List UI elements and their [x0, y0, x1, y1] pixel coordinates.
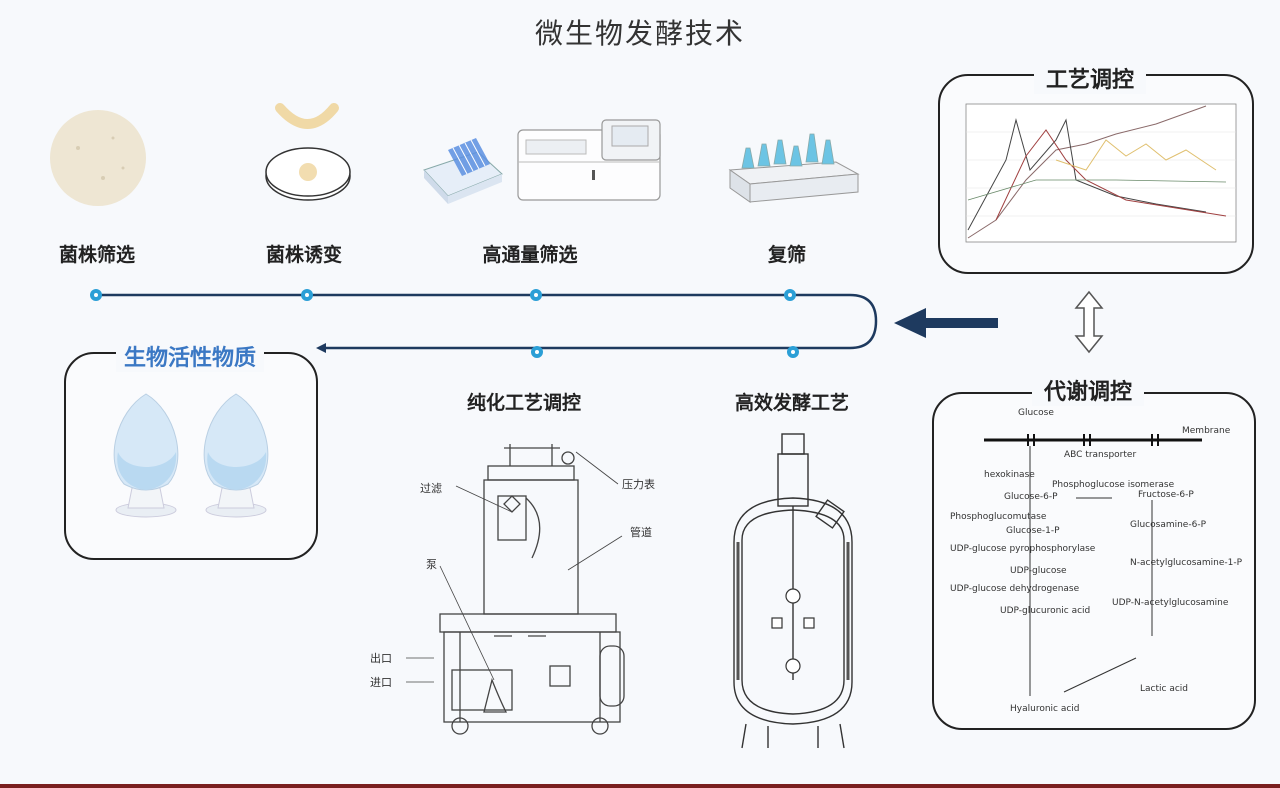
- label-filter: 过滤: [420, 482, 442, 495]
- step-strain-screening: 菌株筛选: [58, 244, 136, 266]
- bioactive-panel: [64, 352, 318, 560]
- metabolite-udp-glucose: UDP-glucose: [1010, 566, 1067, 576]
- label-pump: 泵: [426, 558, 437, 571]
- metabolite-glucose-6p: Glucose-6-P: [1004, 492, 1058, 502]
- enzyme-hexokinase: hexokinase: [984, 470, 1035, 480]
- enzyme-udp-dehydrogenase: UDP-glucose dehydrogenase: [950, 584, 1080, 594]
- metabolite-glucose-1p: Glucose-1-P: [1006, 526, 1060, 536]
- feedback-arrow: [894, 308, 998, 338]
- shaker-flasks-image: [728, 133, 860, 203]
- metabolic-pathway-diagram: [984, 434, 1202, 696]
- petri-colony-image: [50, 110, 146, 206]
- step-purification: 纯化工艺调控: [466, 392, 582, 414]
- metabolite-udp-glucuronic-acid: UDP-glucuronic acid: [1000, 606, 1091, 616]
- process-flow-line: [90, 289, 878, 358]
- metabolic-control-panel: [932, 392, 1256, 730]
- enzyme-pgm: Phosphoglucomutase: [950, 512, 1047, 522]
- metabolite-fructose-6p: Fructose-6-P: [1138, 490, 1194, 500]
- metabolite-n-acetylglucosamine: N-acetylglucosamine-1-P: [1130, 558, 1243, 568]
- metabolic-control-title: 代谢调控: [1031, 374, 1145, 406]
- fermenter-drawing: [733, 433, 853, 749]
- label-inlet: 进口: [370, 676, 392, 689]
- step-rescreening: 复筛: [767, 244, 807, 266]
- label-membrane: Membrane: [1182, 426, 1231, 436]
- petri-dish-mutation-image: [265, 103, 351, 201]
- microplate-image: [423, 138, 503, 204]
- metabolite-glucosamine-6p: Glucosamine-6-P: [1130, 520, 1206, 530]
- metabolite-glucose: Glucose: [1018, 408, 1054, 418]
- label-pressure-gauge: 压力表: [622, 478, 655, 491]
- metabolite-hyaluronic-acid: Hyaluronic acid: [1010, 704, 1080, 714]
- powder-flask-left-image: [113, 393, 179, 518]
- label-pipe: 管道: [630, 526, 652, 539]
- enzyme-udp-pyrophosphorylase: UDP-glucose pyrophosphorylase: [950, 544, 1096, 554]
- bioactive-title: 生物活性物质: [115, 340, 265, 372]
- plate-reader-image: [517, 119, 661, 201]
- label-transporter: ABC transporter: [1064, 450, 1137, 460]
- label-outlet: 出口: [370, 652, 392, 665]
- process-control-title: 工艺调控: [1033, 62, 1147, 94]
- bottom-divider: [0, 784, 1280, 788]
- double-arrow-icon: [1074, 290, 1104, 354]
- powder-flask-right-image: [203, 393, 269, 518]
- step-fermentation: 高效发酵工艺: [734, 392, 850, 414]
- page-title: 微生物发酵技术: [534, 17, 745, 50]
- metabolite-udp-n-acetylglucosamine: UDP-N-acetylglucosamine: [1112, 598, 1229, 608]
- step-strain-mutation: 菌株诱变: [265, 244, 343, 266]
- enzyme-isomerase: Phosphoglucose isomerase: [1052, 480, 1175, 490]
- process-control-chart: [965, 103, 1237, 243]
- step-high-throughput-screening: 高通量筛选: [482, 244, 578, 266]
- metabolite-lactic-acid: Lactic acid: [1140, 684, 1188, 694]
- purification-equipment-drawing: [406, 444, 625, 735]
